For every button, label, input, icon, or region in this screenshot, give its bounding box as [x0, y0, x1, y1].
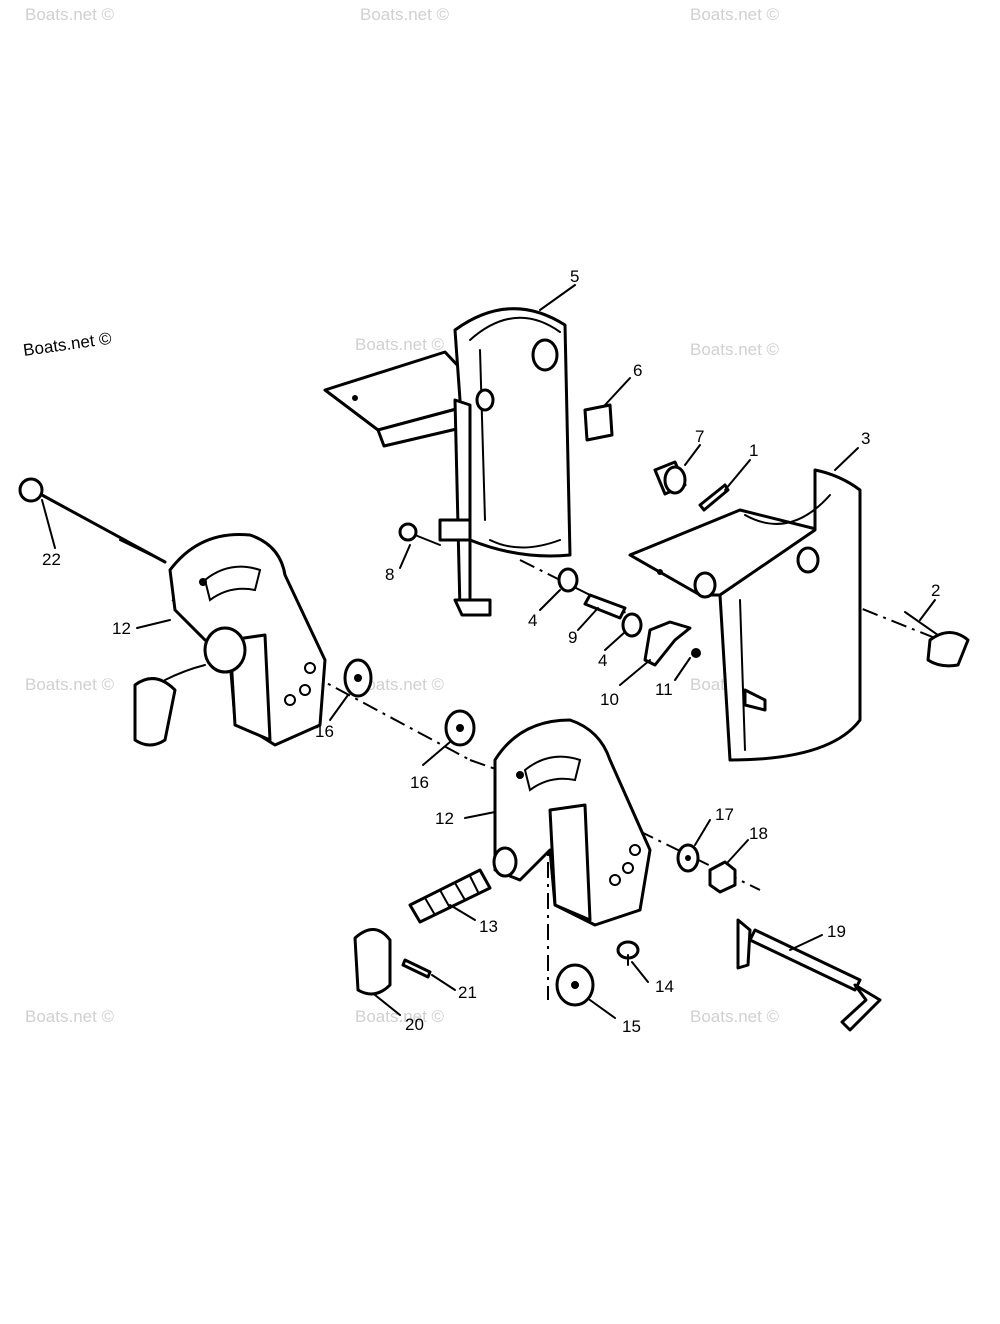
callout-5: 5 [570, 267, 579, 286]
watermark: Boats.net © [690, 5, 780, 24]
callout-15: 15 [622, 1017, 641, 1036]
callout-17: 17 [715, 805, 734, 824]
callout-4: 4 [528, 611, 537, 630]
long-bolt-part [18, 477, 167, 564]
watermark: Boats.net © [360, 5, 450, 24]
watermark: Boats.net © [355, 675, 445, 694]
shaft-part [557, 567, 643, 638]
callout-6: 6 [633, 361, 642, 380]
callout-16: 16 [315, 722, 334, 741]
swivel-housing-part [628, 468, 862, 762]
nut-washer-part [676, 843, 737, 894]
callout-20: 20 [405, 1015, 424, 1034]
spring-part [408, 868, 492, 924]
latch-part [643, 620, 701, 667]
watermark: Boats.net © [690, 1007, 780, 1026]
clamp-bracket-left-part [168, 532, 327, 747]
callout-16: 16 [410, 773, 429, 792]
callout-18: 18 [749, 824, 768, 843]
callout-11: 11 [655, 680, 673, 699]
leader-lines [41, 284, 936, 1019]
callout-21: 21 [458, 983, 477, 1002]
swivel-bracket-part [323, 307, 572, 617]
callout-14: 14 [655, 977, 674, 996]
pad-part [583, 403, 614, 442]
cotter-pin-part [698, 483, 730, 512]
callout-3: 3 [861, 429, 870, 448]
callout-2: 2 [931, 581, 940, 600]
rod-part [736, 918, 882, 1032]
clamp-handle-right-part [353, 928, 432, 996]
callout-7: 7 [695, 427, 704, 446]
watermark: Boats.net © [25, 675, 115, 694]
callout-10: 10 [600, 690, 619, 709]
watermark: Boats.net © [690, 340, 780, 359]
bushing-part [653, 460, 687, 496]
washer-part [444, 709, 476, 747]
watermark: Boats.net © [25, 1007, 115, 1026]
callout-19: 19 [827, 922, 846, 941]
axis-line [519, 559, 641, 621]
watermark: Boats.net © [25, 5, 115, 24]
watermark: Boats.net © [355, 1007, 445, 1026]
bolt-part [398, 522, 441, 546]
screw-washer-part [555, 940, 640, 1007]
callout-4: 4 [598, 651, 607, 670]
thumb-screw-part [904, 611, 970, 668]
watermark: Boats.net © [355, 335, 445, 354]
callout-22: 22 [42, 550, 61, 569]
watermark-main: Boats.net © [22, 329, 113, 360]
clamp-bracket-right-part [492, 718, 652, 927]
washer-part [343, 658, 373, 698]
watermark-group: Boats.net © Boats.net © Boats.net © Boat… [25, 5, 780, 1026]
callout-1: 1 [749, 441, 758, 460]
callout-labels: 1 2 3 4 4 5 6 7 8 9 10 11 12 12 13 14 15… [42, 267, 940, 1036]
callout-13: 13 [479, 917, 498, 936]
callout-9: 9 [568, 628, 577, 647]
callout-8: 8 [385, 565, 394, 584]
callout-12: 12 [112, 619, 131, 638]
clamp-handle-left-part [133, 664, 206, 747]
callout-12: 12 [435, 809, 454, 828]
